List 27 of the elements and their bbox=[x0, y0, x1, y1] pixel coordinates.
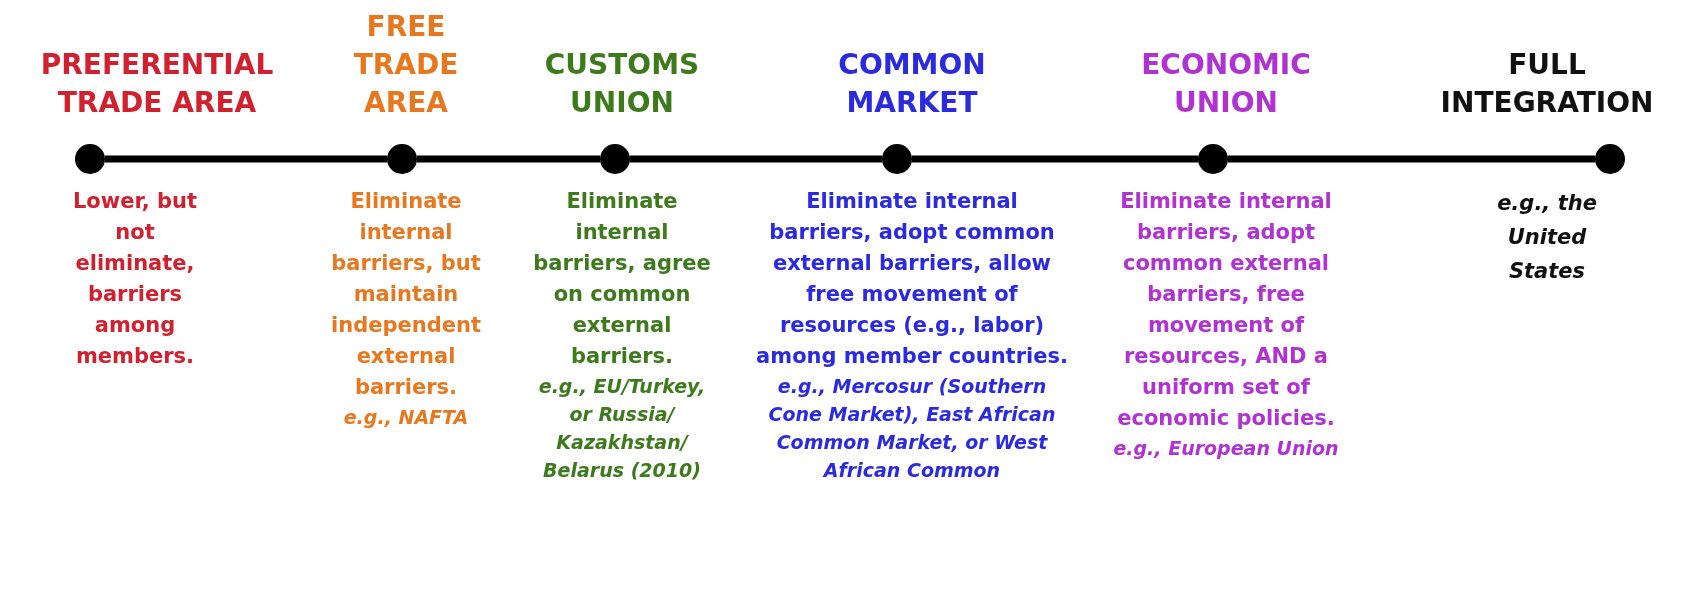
stage-description: Eliminate internal barriers, adopt common external barriers, allow free movement of resources (e.g., labor) among member countries. bbox=[755, 188, 1069, 370]
stage-heading: COMMON MARKET bbox=[837, 47, 987, 121]
stage-description: Eliminate internal barriers, adopt common external barriers, free movement of resources, AND a uniform set of economic policies. bbox=[1116, 188, 1336, 432]
example-text: e.g., European Union bbox=[1113, 436, 1339, 461]
stage-description: Lower, but not eliminate, barriers among members. bbox=[72, 188, 198, 370]
timeline-line bbox=[1228, 155, 1595, 163]
timeline-dot bbox=[75, 144, 105, 174]
timeline-line bbox=[105, 155, 387, 163]
example-text: e.g., Mercosur (Southern Cone Market), East African Common Market, or West African Common bbox=[767, 374, 1057, 483]
timeline-dot bbox=[1198, 144, 1228, 174]
example-text: e.g., the United States bbox=[1496, 190, 1598, 285]
example-text: e.g., NAFTA bbox=[343, 405, 469, 430]
timeline-dot bbox=[882, 144, 912, 174]
stage-heading: FULL INTEGRATION bbox=[1439, 47, 1655, 121]
timeline-dot bbox=[600, 144, 630, 174]
stage-heading: FREE TRADE AREA bbox=[352, 9, 460, 121]
stage-heading: ECONOMIC UNION bbox=[1140, 47, 1312, 121]
timeline-line bbox=[630, 155, 882, 163]
timeline-line bbox=[417, 155, 600, 163]
stage-heading: CUSTOMS UNION bbox=[543, 47, 701, 121]
timeline-dot bbox=[1595, 144, 1625, 174]
timeline-dot bbox=[387, 144, 417, 174]
stage-description: Eliminate internal barriers, agree on common external barriers. bbox=[532, 188, 712, 370]
stage-description: Eliminate internal barriers, but maintain independent external barriers. bbox=[330, 188, 482, 401]
timeline-line bbox=[912, 155, 1198, 163]
example-text: e.g., EU/Turkey, or Russia/ Kazakhstan/ Belarus (2010) bbox=[537, 374, 707, 483]
stage-heading: PREFERENTIAL TRADE AREA bbox=[39, 47, 275, 121]
